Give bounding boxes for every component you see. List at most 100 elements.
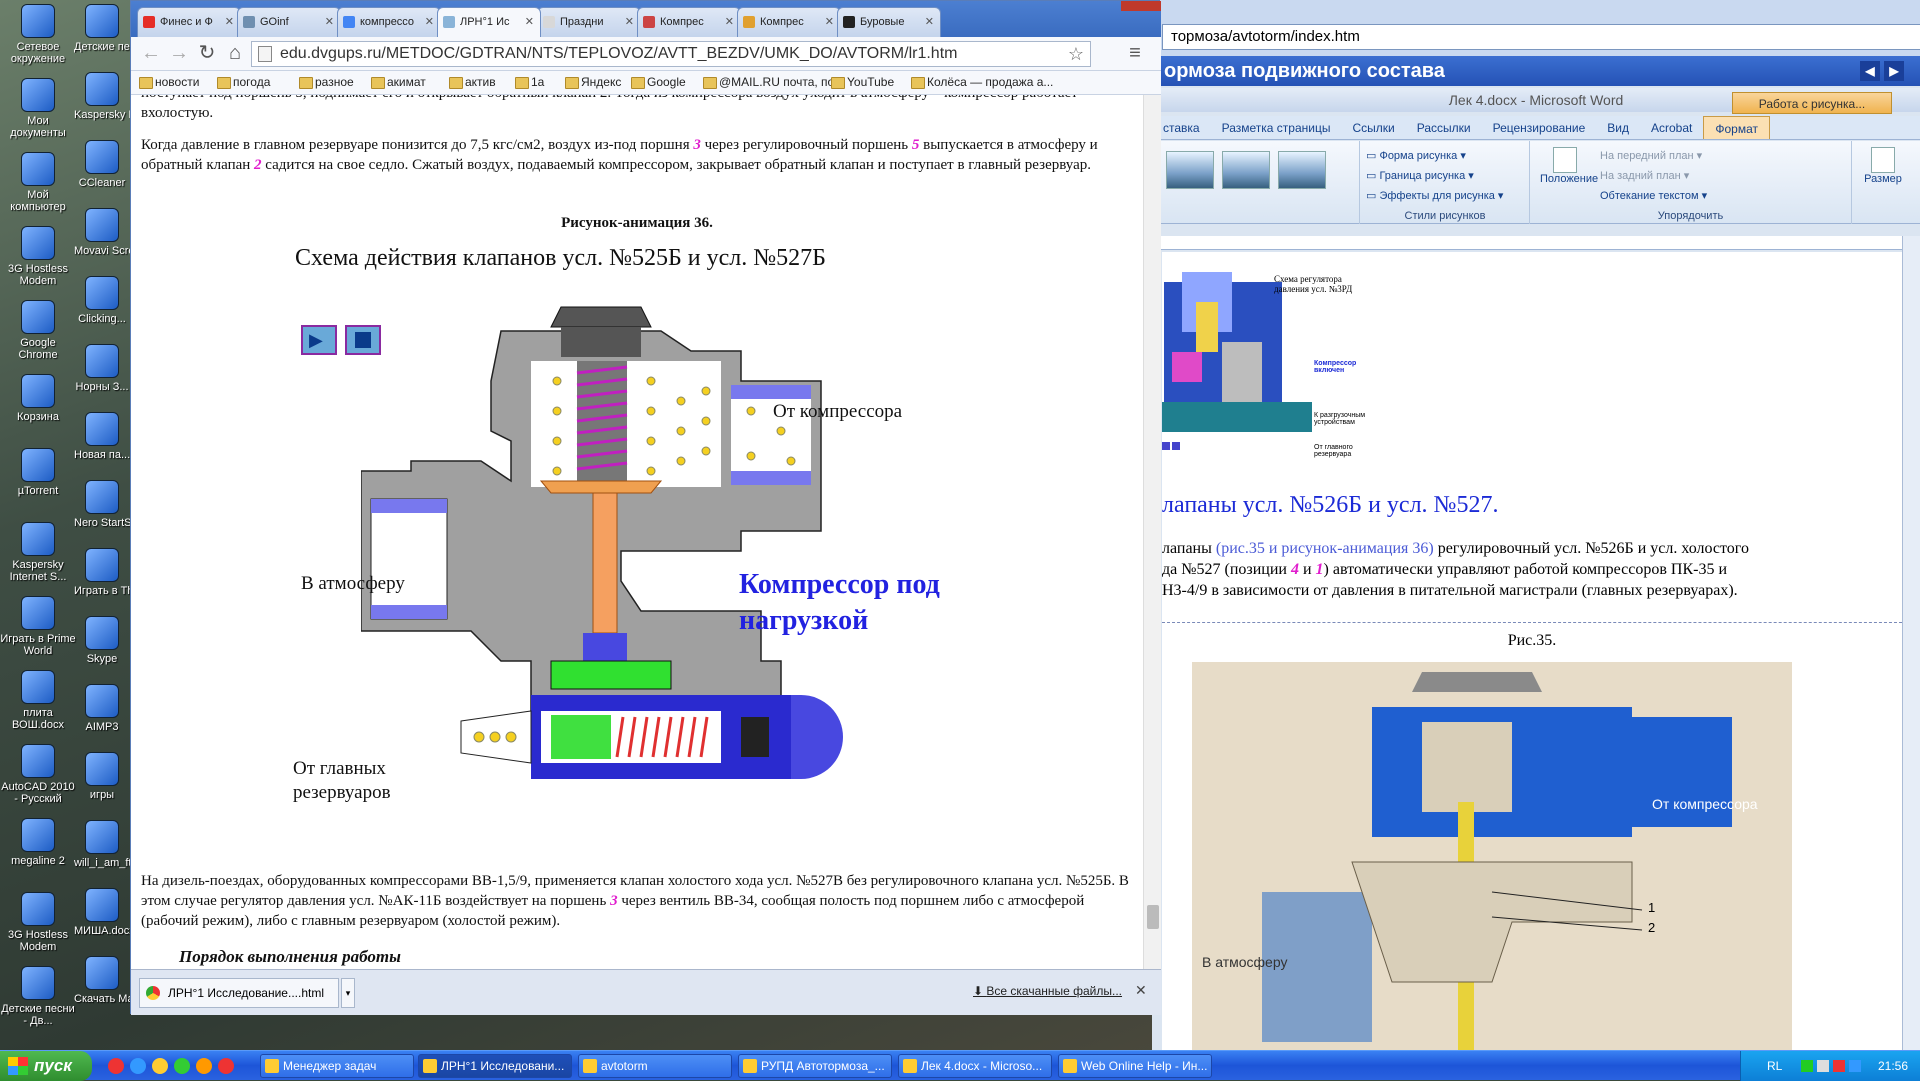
page-scrollbar[interactable] xyxy=(1143,95,1161,969)
desktop-icon[interactable]: Kaspersky Internet... xyxy=(74,72,130,121)
quick-launch-icon[interactable] xyxy=(174,1058,190,1074)
desktop-icon[interactable]: плита ВОШ.docx xyxy=(0,670,76,731)
desktop-icon[interactable]: Детские песни - К... xyxy=(74,4,130,53)
desktop-icon[interactable]: игры xyxy=(74,752,130,801)
prev-page-icon[interactable]: ◀ xyxy=(1860,61,1880,81)
browser-tab[interactable]: Праздни✕ xyxy=(537,7,641,37)
tab-close-icon[interactable]: ✕ xyxy=(924,16,934,28)
ribbon-tab[interactable]: Ссылки xyxy=(1352,121,1395,135)
ie-address-bar[interactable]: тормоза/avtotorm/index.htm xyxy=(1162,24,1920,50)
start-button[interactable]: пуск xyxy=(0,1051,92,1081)
antivirus-icon[interactable] xyxy=(1833,1060,1845,1072)
desktop-icon[interactable]: µTorrent xyxy=(0,448,76,497)
browser-tab[interactable]: GOinf✕ xyxy=(237,7,341,37)
taskbar-button[interactable]: Лек 4.docx - Microso... xyxy=(898,1054,1052,1078)
picture-style-3[interactable] xyxy=(1278,151,1326,189)
download-item[interactable]: ЛРН°1 Исследование....html xyxy=(139,978,339,1008)
play-button[interactable]: ▶ xyxy=(301,325,337,355)
browser-tab[interactable]: Компрес✕ xyxy=(637,7,741,37)
quick-launch-icon[interactable] xyxy=(152,1058,168,1074)
taskbar-button[interactable]: ЛРН°1 Исследовани... xyxy=(418,1054,572,1078)
network-icon[interactable] xyxy=(1801,1060,1813,1072)
bookmark-item[interactable]: актив xyxy=(449,75,496,89)
desktop-icon[interactable]: AutoCAD 2010 - Русский xyxy=(0,744,76,805)
desktop-icon[interactable]: Играть в Prime World xyxy=(0,596,76,657)
reload-icon[interactable]: ↻ xyxy=(198,42,216,64)
bookmark-item[interactable]: акимат xyxy=(371,75,426,89)
desktop-icon[interactable]: Skype xyxy=(74,616,130,665)
tab-close-icon[interactable]: ✕ xyxy=(624,16,634,28)
send-back-button[interactable]: На задний план ▾ xyxy=(1600,170,1690,182)
next-page-icon[interactable]: ▶ xyxy=(1884,61,1904,81)
browser-tab[interactable]: Компрес✕ xyxy=(737,7,841,37)
home-icon[interactable]: ⌂ xyxy=(228,42,242,64)
quick-launch-icon[interactable] xyxy=(196,1058,212,1074)
stop-button[interactable] xyxy=(345,325,381,355)
scrollbar-thumb[interactable] xyxy=(1147,905,1159,929)
skype-tray-icon[interactable] xyxy=(1849,1060,1861,1072)
desktop-icon[interactable]: Скачать Masha.ime... xyxy=(74,956,130,1005)
menu-icon[interactable]: ≡ xyxy=(1129,42,1141,64)
taskbar-button[interactable]: avtotorm xyxy=(578,1054,732,1078)
bookmark-item[interactable]: разное xyxy=(299,75,354,89)
ribbon-tab[interactable]: Рассылки xyxy=(1416,121,1471,135)
tab-close-icon[interactable]: ✕ xyxy=(524,16,534,28)
text-wrap-button[interactable]: Обтекание текстом ▾ xyxy=(1600,190,1708,202)
bookmark-star-icon[interactable]: ☆ xyxy=(1067,44,1084,64)
desktop-icon[interactable]: megaline 2 xyxy=(0,818,76,867)
desktop-icon[interactable]: Nero StartSm... xyxy=(74,480,130,529)
desktop-icon[interactable]: Норны З... xyxy=(74,344,130,393)
desktop-icon[interactable]: Новая па... (2) xyxy=(74,412,130,461)
ribbon-tab[interactable]: Формат xyxy=(1703,116,1770,139)
desktop-icon[interactable]: Корзина xyxy=(0,374,76,423)
forward-icon[interactable]: → xyxy=(169,42,189,64)
desktop-icon[interactable]: Играть в Thunder xyxy=(74,548,130,597)
taskbar-button[interactable]: РУПД Автотормоза_... xyxy=(738,1054,892,1078)
tab-close-icon[interactable]: ✕ xyxy=(324,16,334,28)
desktop-icon[interactable]: 3G Hostless Modem xyxy=(0,226,76,287)
bookmark-item[interactable]: 1a xyxy=(515,75,544,89)
word-vertical-scrollbar[interactable] xyxy=(1902,236,1920,1050)
desktop-icon[interactable]: 3G Hostless Modem xyxy=(0,892,76,953)
border-button[interactable]: ▭ Граница рисунка ▾ xyxy=(1366,170,1474,182)
back-icon[interactable]: ← xyxy=(141,42,161,64)
browser-tab[interactable]: Финес и Ф✕ xyxy=(137,7,241,37)
desktop-icon[interactable]: Google Chrome xyxy=(0,300,76,361)
para-link[interactable]: (рис.35 и рисунок-анимация 36) xyxy=(1215,540,1434,557)
bookmark-item[interactable]: Колёса — продажа а... xyxy=(911,75,1053,89)
download-menu-icon[interactable]: ▾ xyxy=(341,978,355,1008)
picture-style-2[interactable] xyxy=(1222,151,1270,189)
close-window-icon[interactable] xyxy=(1121,1,1161,11)
desktop-icon[interactable]: Мой компьютер xyxy=(0,152,76,213)
bookmark-item[interactable]: Яндекс xyxy=(565,75,621,89)
ribbon-tab[interactable]: Вид xyxy=(1607,121,1629,135)
browser-tab[interactable]: ЛРН°1 Ис✕ xyxy=(437,7,541,37)
taskbar-button[interactable]: Web Online Help - Ин... xyxy=(1058,1054,1212,1078)
desktop-icon[interactable]: Clicking... xyxy=(74,276,130,325)
close-download-bar-icon[interactable]: ✕ xyxy=(1135,982,1147,998)
bookmark-item[interactable]: погода xyxy=(217,75,270,89)
effects-button[interactable]: ▭ Эффекты для рисунка ▾ xyxy=(1366,190,1504,202)
browser-tab[interactable]: компрессо✕ xyxy=(337,7,441,37)
tab-close-icon[interactable]: ✕ xyxy=(424,16,434,28)
browser-tab[interactable]: Буровые✕ xyxy=(837,7,941,37)
quick-launch-icon[interactable] xyxy=(218,1058,234,1074)
address-bar[interactable]: edu.dvgups.ru/METDOC/GDTRAN/NTS/TEPLOVOZ… xyxy=(251,41,1091,67)
desktop-icon[interactable]: will_i_am_ft... xyxy=(74,820,130,869)
bookmark-item[interactable]: новости xyxy=(139,75,199,89)
desktop-icon[interactable]: Movavi Screen Capture S... xyxy=(74,208,130,257)
bookmark-item[interactable]: Google xyxy=(631,75,686,89)
quick-launch-icon[interactable] xyxy=(108,1058,124,1074)
bookmark-item[interactable]: YouTube xyxy=(831,75,894,89)
desktop-icon[interactable]: Мои документы xyxy=(0,78,76,139)
size-button[interactable]: Размер xyxy=(1860,147,1906,185)
tab-close-icon[interactable]: ✕ xyxy=(224,16,234,28)
ribbon-tab[interactable]: ставка xyxy=(1163,121,1200,135)
bring-front-button[interactable]: На передний план ▾ xyxy=(1600,150,1703,162)
desktop-icon[interactable]: Kaspersky Internet S... xyxy=(0,522,76,583)
tab-close-icon[interactable]: ✕ xyxy=(724,16,734,28)
ribbon-tab[interactable]: Acrobat xyxy=(1650,121,1693,135)
shape-button[interactable]: ▭ Форма рисунка ▾ xyxy=(1366,150,1466,162)
all-downloads-link[interactable]: ⬇ Все скачанные файлы... xyxy=(973,984,1123,998)
quick-launch-icon[interactable] xyxy=(130,1058,146,1074)
